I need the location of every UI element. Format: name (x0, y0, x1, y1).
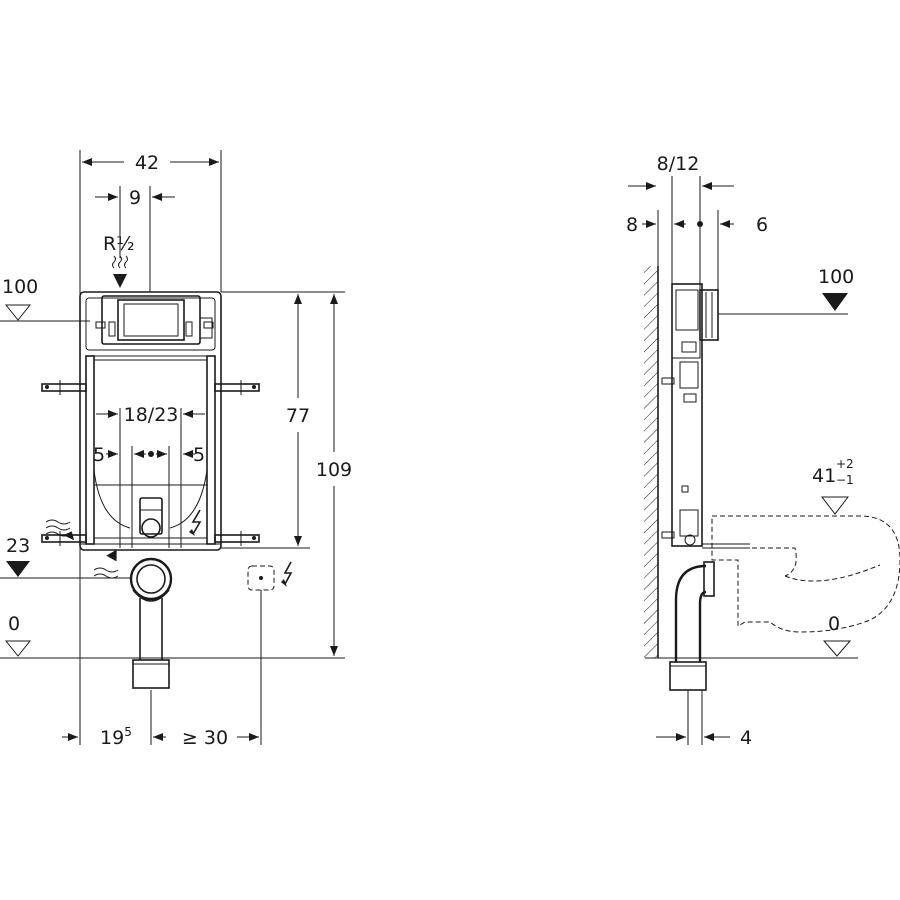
level-floor-label: 0 (8, 613, 20, 635)
dimension-bottom-right: ≥ 30 (153, 727, 259, 749)
dimension-side-right-label: 6 (756, 214, 768, 236)
dimension-side-left: 8 (626, 214, 686, 236)
dimension-width-total-label: 42 (135, 152, 159, 174)
level-mid-label: 23 (6, 535, 30, 557)
dimension-height-inner-label: 77 (286, 405, 310, 427)
waste-pipe (129, 557, 173, 689)
mounting-bracket-upper-left (41, 380, 87, 395)
mounting-bracket-lower-right (214, 531, 260, 546)
level-marker-top: 100 (0, 276, 90, 322)
level-marker-floor: 0 (4, 613, 32, 657)
dimension-width-total: 42 (82, 152, 219, 174)
wall-hatch (644, 266, 658, 658)
dimension-bottom-left-label: 195 (100, 725, 132, 749)
dimension-height-total: 109 (316, 294, 352, 656)
dimension-water-offset: 9 (95, 187, 175, 209)
level-floor-side-label: 0 (828, 613, 840, 635)
dimension-inner-left: 5 (93, 444, 146, 466)
electrical-socket-box (247, 561, 293, 745)
dimension-height-total-label: 109 (316, 459, 352, 481)
dimension-water-offset-label: 9 (129, 187, 141, 209)
mounting-bracket-upper-right (214, 380, 260, 395)
dimension-bottom-left: 195 (62, 725, 132, 749)
dimension-side-left-label: 8 (626, 214, 638, 236)
drain-flow-icon (45, 519, 75, 541)
level-bowl-tolerance-lower: −1 (836, 473, 854, 487)
dimension-depth-range: 8/12 (628, 153, 734, 190)
water-inlet-icon (112, 255, 128, 288)
front-view: 42 9 R½ 100 (0, 150, 352, 749)
dimension-inner-right-label: 5 (193, 444, 205, 466)
water-connection-label: R½ (103, 233, 135, 255)
center-point (148, 451, 154, 457)
dimension-fixing-spacing: 18/23 (96, 404, 205, 426)
dimension-inner-left-label: 5 (93, 444, 105, 466)
dimension-bottom-right-label: ≥ 30 (182, 727, 228, 749)
level-marker-top-side: 100 (718, 266, 854, 315)
water-flow-icon (93, 549, 119, 579)
electric-icon (189, 509, 202, 536)
dimension-side-bottom: 4 (656, 727, 752, 749)
installation-frame (79, 291, 222, 551)
level-marker-mid: 23 (0, 535, 130, 579)
dimension-side-right: 6 (720, 214, 768, 236)
dimension-depth-range-label: 8/12 (657, 153, 700, 175)
level-marker-floor-side: 0 (822, 613, 852, 657)
waste-bend-side (669, 561, 715, 691)
dimension-fixing-spacing-label: 18/23 (124, 404, 179, 426)
side-center-point (697, 221, 703, 227)
toilet-bowl-outline (711, 515, 900, 633)
dimension-side-bottom-label: 4 (740, 727, 752, 749)
level-bowl-label: 41 (812, 465, 836, 487)
level-marker-bowl: 41 +2 −1 (812, 457, 854, 515)
level-top-label: 100 (2, 276, 38, 298)
level-bowl-tolerance-upper: +2 (836, 457, 854, 471)
dimension-inner-right: 5 (156, 444, 205, 466)
dimension-height-inner: 77 (286, 294, 310, 546)
side-view: 8/12 8 6 (626, 153, 900, 749)
level-top-side-label: 100 (818, 266, 854, 288)
installation-frame-side (661, 283, 750, 549)
